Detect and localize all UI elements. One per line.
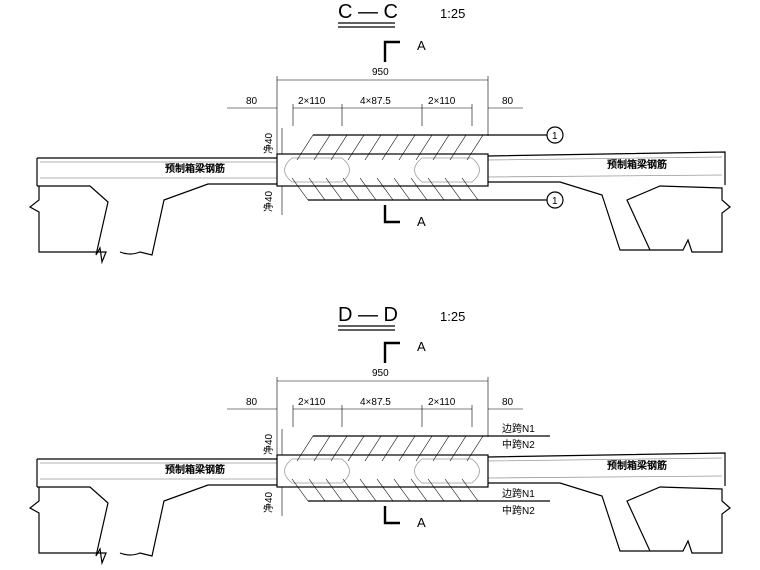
dim-seg1: 2×110: [298, 397, 326, 408]
bottom-rebar-label-side-span: 边跨N1: [502, 488, 535, 500]
dim-seg2: 2×110: [428, 96, 456, 107]
rebar-callout-top: [546, 126, 564, 144]
top-rebar-label-side-span: 边跨N1: [502, 423, 535, 435]
clear-cover-bottom: 净40: [262, 491, 275, 513]
view-title: C — C: [338, 1, 398, 23]
dim-right: 80: [502, 96, 514, 107]
dim-total: 950: [372, 67, 389, 78]
top-rebar-label-mid-span: 中跨N2: [502, 438, 535, 451]
rebar-tag-bottom: 1: [552, 196, 558, 207]
clear-cover-top: 净40: [262, 433, 275, 455]
slab-label-left: 预制箱梁钢筋: [165, 162, 225, 175]
rebar-callout-bottom: [546, 191, 564, 209]
slab-label-right: 预制箱梁钢筋: [607, 158, 667, 171]
section-mark-top: A: [417, 339, 426, 354]
clear-cover-bottom: 净40: [262, 190, 275, 212]
section-mark-bottom: A: [417, 515, 426, 530]
title-underline: [338, 325, 395, 331]
dim-right: 80: [502, 397, 514, 408]
dim-left: 80: [246, 397, 258, 408]
section-view-d-d: D — D 1:25 A A 950 80 2×110 4×87.5 2×110…: [28, 304, 732, 565]
section-mark-top: A: [417, 38, 426, 53]
dim-total: 950: [372, 368, 389, 379]
view-scale: 1:25: [440, 6, 465, 21]
title-underline: [338, 22, 395, 28]
view-scale: 1:25: [440, 309, 465, 324]
dim-seg1: 2×110: [298, 96, 326, 107]
section-mark-bottom: A: [417, 214, 426, 229]
view-title: D — D: [338, 304, 398, 326]
slab-label-left: 预制箱梁钢筋: [165, 463, 225, 476]
slab-label-right: 预制箱梁钢筋: [607, 459, 667, 472]
dim-mid: 4×87.5: [360, 397, 391, 408]
bottom-rebar-label-mid-span: 中跨N2: [502, 504, 535, 517]
clear-cover-top: 净40: [262, 132, 275, 154]
dim-left: 80: [246, 96, 258, 107]
rebar-tag-top: 1: [552, 131, 558, 142]
dim-seg2: 2×110: [428, 397, 456, 408]
dim-mid: 4×87.5: [360, 96, 391, 107]
section-view-c-c: C — C 1:25 A A 950 80 2×110 4×87.5 2×110…: [28, 1, 732, 264]
